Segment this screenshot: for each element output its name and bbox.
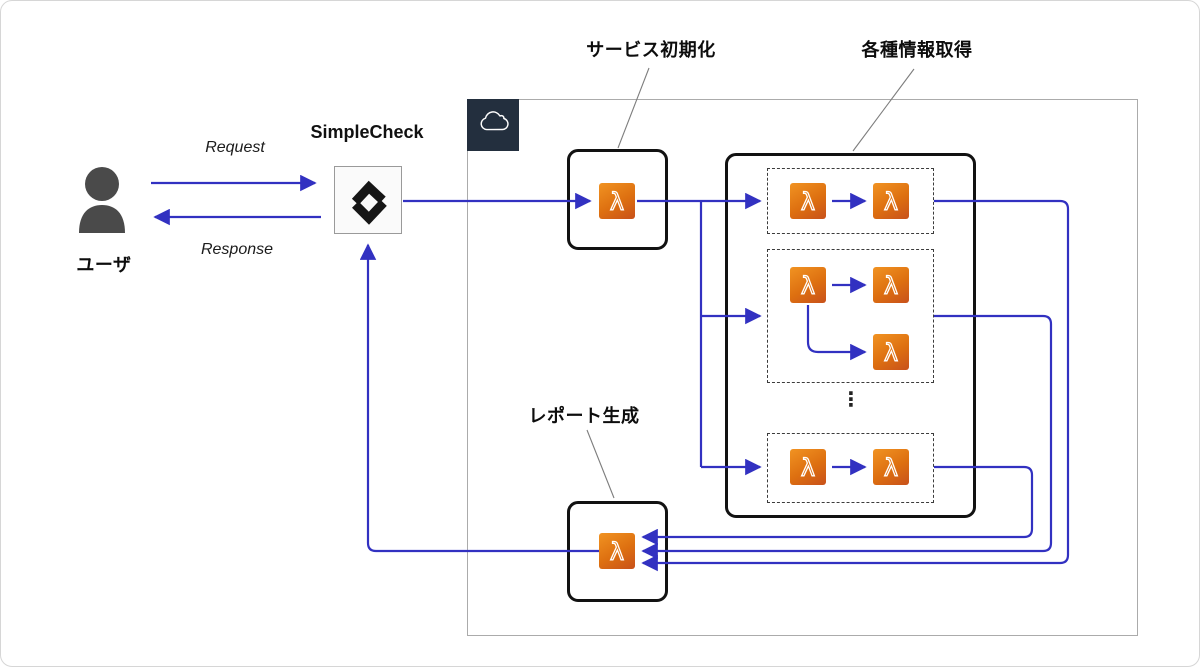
- simplecheck-label: SimpleCheck: [310, 122, 424, 142]
- lambda-glyph: λ: [884, 454, 898, 482]
- lambda-icon: λ: [873, 334, 909, 370]
- lambda-icon: λ: [873, 449, 909, 485]
- lambda-glyph: λ: [610, 538, 624, 566]
- lambda-glyph: λ: [884, 188, 898, 216]
- lambda-icon: λ: [873, 267, 909, 303]
- request-label: Request: [205, 139, 265, 156]
- lambda-glyph: λ: [884, 339, 898, 367]
- more-rows-ellipsis: ⋮: [841, 389, 861, 411]
- lambda-glyph: λ: [801, 272, 815, 300]
- lambda-icon: λ: [873, 183, 909, 219]
- user-label: ユーザ: [76, 255, 132, 275]
- lambda-glyph: λ: [801, 188, 815, 216]
- cloud-icon: [475, 105, 511, 146]
- lambda-glyph: λ: [801, 454, 815, 482]
- lambda-glyph: λ: [884, 272, 898, 300]
- report-gen-label: レポート生成: [528, 406, 640, 426]
- info-fetch-label: 各種情報取得: [861, 40, 973, 60]
- lambda-icon: λ: [599, 183, 635, 219]
- service-init-label: サービス初期化: [586, 40, 716, 60]
- lambda-icon: λ: [599, 533, 635, 569]
- lambda-icon: λ: [790, 267, 826, 303]
- lambda-icon: λ: [790, 449, 826, 485]
- aws-cloud-badge: [467, 99, 519, 151]
- user-icon: [77, 165, 127, 233]
- lambda-icon: λ: [790, 183, 826, 219]
- lambda-glyph: λ: [610, 188, 624, 216]
- simplecheck-icon: [334, 166, 402, 234]
- response-label: Response: [200, 241, 274, 258]
